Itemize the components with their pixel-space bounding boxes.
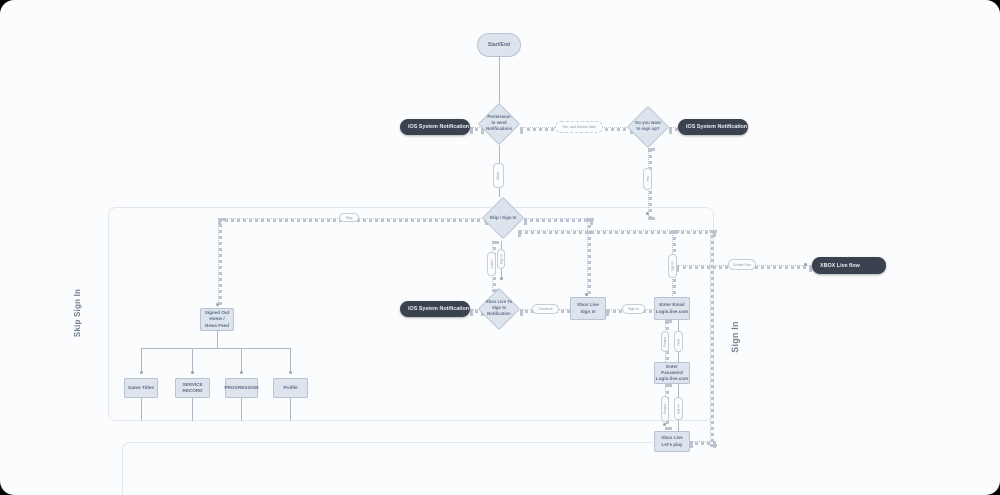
label-line: Xbox Live bbox=[577, 302, 599, 308]
label-line: Home / bbox=[209, 316, 225, 322]
node-profile[interactable]: Profile bbox=[273, 378, 308, 398]
arrow-dot bbox=[585, 293, 588, 296]
label-line: Let's play bbox=[661, 441, 683, 447]
edge-label-yes-denies: Yes, and Denies later bbox=[555, 121, 603, 133]
node-signup-diamond[interactable] bbox=[626, 105, 670, 149]
arrow-dot bbox=[646, 212, 649, 215]
edge-label-yes: Yes bbox=[643, 168, 652, 190]
edge-label-text: Allow bbox=[496, 171, 501, 180]
node-permission-diamond[interactable] bbox=[477, 102, 521, 146]
edge-label-allow: Allow bbox=[493, 163, 504, 188]
edge-label-skip: Skip bbox=[339, 213, 359, 222]
edge-skip-right-lower bbox=[518, 230, 716, 234]
edge-tree-horizontal bbox=[141, 348, 290, 349]
edge-label-text: Forgot bbox=[663, 336, 667, 347]
node-signed-out-home[interactable]: Signed Out Home / News Feed bbox=[200, 308, 234, 331]
edge-below-box-4 bbox=[290, 398, 291, 421]
edge-label-text: Yes bbox=[645, 176, 650, 182]
edge-label-sign-in-3: Sign In bbox=[674, 397, 683, 420]
edge-tree-drop-2 bbox=[192, 348, 193, 372]
node-enter-password[interactable]: Enter Password Login.live.com bbox=[654, 362, 690, 384]
edge-label-forgot-2: Forgot bbox=[661, 396, 669, 422]
label-line: Signed Out bbox=[204, 310, 230, 316]
badge-ios-notification-3[interactable]: iOS System Notification bbox=[400, 301, 470, 317]
edge-label-later: Later bbox=[487, 252, 496, 276]
edge-label-text: Later bbox=[489, 260, 494, 268]
arrow-dot bbox=[289, 371, 292, 374]
label-line: Enter Password bbox=[661, 363, 683, 375]
edge-label-text: Sign In bbox=[670, 260, 675, 272]
edge-label-text: Next bbox=[676, 338, 681, 345]
edge-skip-left-down bbox=[218, 218, 222, 311]
edge-label-text: Sign In bbox=[676, 403, 681, 414]
label-line: Sign In bbox=[580, 308, 596, 314]
arrow-dot bbox=[140, 371, 143, 374]
node-service-record[interactable]: SERVICE RECORD bbox=[175, 378, 210, 398]
edge-right-rail bbox=[710, 230, 714, 447]
node-enter-email[interactable]: Enter Email Login.live.com bbox=[654, 297, 690, 320]
edge-label-continue: Continue bbox=[532, 304, 559, 314]
label-line: News Feed bbox=[205, 322, 229, 328]
node-xbl-signin[interactable]: Xbox Live Sign In bbox=[570, 297, 606, 320]
node-lets-play[interactable]: Xbox Live Let's play bbox=[654, 431, 690, 452]
edge-below-box-3 bbox=[241, 398, 242, 421]
node-game-titles[interactable]: Game Titles bbox=[124, 378, 158, 398]
label-line: RECORD bbox=[182, 388, 203, 393]
node-progression[interactable]: PROGRESSION bbox=[224, 378, 259, 398]
node-start-end[interactable]: Start/End bbox=[477, 33, 521, 57]
badge-ios-notification-1[interactable]: iOS System Notification bbox=[400, 119, 470, 135]
edge-label-sign-in-branch: Sign In bbox=[668, 254, 677, 278]
arrow-dot bbox=[240, 371, 243, 374]
edge-below-box-2 bbox=[192, 398, 193, 421]
arrow-dot bbox=[663, 423, 666, 426]
label-line: Xbox Live bbox=[661, 435, 683, 441]
edge-skip-right-upper bbox=[524, 218, 593, 222]
edge-label-sign-in: Sign In bbox=[622, 304, 645, 314]
edge-below-box-1 bbox=[141, 398, 142, 421]
badge-ios-notification-2[interactable]: iOS System Notification bbox=[678, 119, 748, 135]
edge-label-sign-in-down: Sign In bbox=[497, 249, 505, 269]
edge-label-text: Forgot bbox=[663, 404, 667, 414]
skip-sign-in-group-label[interactable]: Skip Sign In bbox=[72, 288, 82, 338]
edge-signedout-down bbox=[217, 331, 218, 348]
label-line: SERVICE bbox=[182, 381, 203, 387]
edge-label-create-one: Create One bbox=[728, 259, 756, 270]
edge-tree-drop-4 bbox=[290, 348, 291, 372]
edge-label-text: Sign In bbox=[499, 253, 503, 265]
label-line: Enter Email bbox=[659, 302, 685, 308]
edge-label-next: Next bbox=[674, 331, 683, 352]
edge-rail-to-letsplay bbox=[690, 441, 716, 445]
signed-in-group-frame bbox=[122, 442, 653, 495]
label-line: Login.live.com bbox=[655, 376, 689, 382]
label-line: Login.live.com bbox=[655, 308, 689, 314]
edge-tree-drop-3 bbox=[241, 348, 242, 372]
arrow-dot bbox=[500, 277, 503, 280]
badge-xbox-live-flow[interactable]: XBOX Live flow bbox=[812, 257, 886, 274]
edge-label-forgot: Forgot bbox=[661, 331, 669, 352]
arrow-dot bbox=[216, 303, 219, 306]
edge-start-to-permission bbox=[499, 57, 500, 103]
arrow-dot bbox=[191, 371, 194, 374]
arrow-dot bbox=[804, 263, 807, 266]
sign-in-group-label[interactable]: Sign In bbox=[730, 321, 740, 353]
edge-tree-drop-1 bbox=[141, 348, 142, 372]
